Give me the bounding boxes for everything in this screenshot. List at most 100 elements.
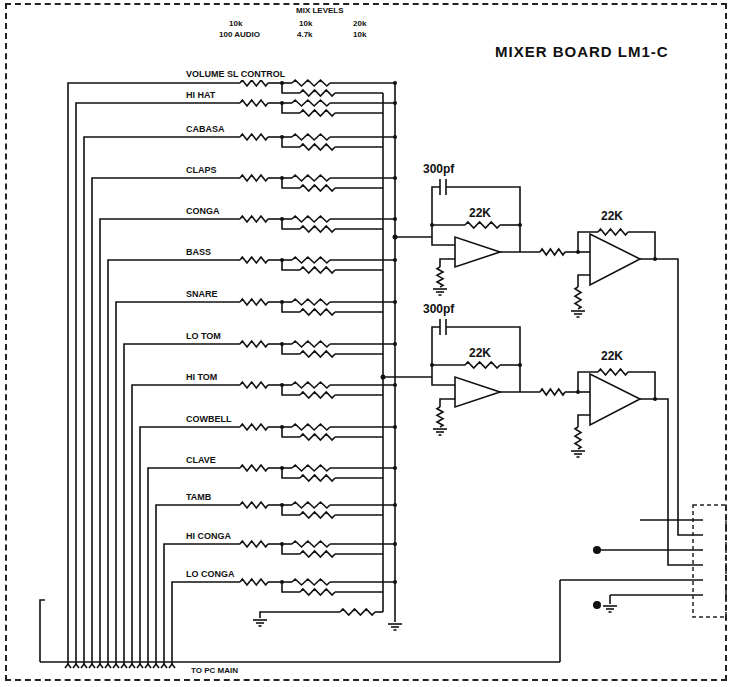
wire xyxy=(603,605,617,607)
label-text: 300pf xyxy=(423,162,454,176)
resistor-symbol xyxy=(300,392,335,398)
wire xyxy=(610,594,703,596)
resistor-symbol xyxy=(300,512,335,518)
wire xyxy=(73,664,79,668)
wire xyxy=(500,251,540,253)
junction-dot xyxy=(393,466,397,470)
junction-dot xyxy=(430,363,434,367)
schematic-label: SNARE xyxy=(185,288,219,300)
wire xyxy=(395,236,432,238)
resistor-symbol xyxy=(292,424,330,430)
resistor-symbol xyxy=(240,341,268,347)
label-text: CLAVE xyxy=(186,455,216,465)
wire xyxy=(282,178,300,188)
junction-dot xyxy=(576,390,580,394)
resistor-symbol xyxy=(300,267,335,273)
wire xyxy=(335,553,383,555)
resistor-symbol xyxy=(292,299,330,305)
junction-dot xyxy=(593,546,601,554)
wire xyxy=(335,112,383,114)
label-text: TAMB xyxy=(186,492,211,502)
wire xyxy=(628,232,655,259)
junction-dot xyxy=(381,375,386,380)
wire xyxy=(330,259,395,261)
resistor-symbol xyxy=(292,382,330,388)
label-text: LO CONGA xyxy=(186,569,235,579)
opamp-symbol xyxy=(590,374,640,425)
junction-dot xyxy=(280,176,284,180)
wire xyxy=(68,83,240,664)
label-text: 22K xyxy=(469,206,491,220)
resistor-symbol xyxy=(540,389,565,395)
junction-dot xyxy=(393,217,397,221)
label-text: VOLUME SL CONTROL xyxy=(186,69,285,79)
resistor-symbol xyxy=(240,299,268,305)
wire xyxy=(335,353,383,355)
wire xyxy=(129,664,135,668)
wire xyxy=(140,427,240,664)
wire xyxy=(560,579,703,581)
junction-dot xyxy=(593,601,601,609)
opamp-symbol xyxy=(455,237,500,267)
wire xyxy=(282,260,300,270)
resistor-symbol xyxy=(300,551,335,557)
label-text: 22K xyxy=(601,349,623,363)
wire xyxy=(145,664,151,668)
wire xyxy=(571,450,585,452)
junction-dot xyxy=(280,342,284,346)
wire xyxy=(335,187,383,189)
wire xyxy=(169,664,175,668)
wire xyxy=(124,344,240,664)
schematic-label: TO PC MAIN xyxy=(190,666,239,676)
wire xyxy=(330,581,395,583)
wire xyxy=(500,224,520,226)
schematic-label: 22K xyxy=(600,209,624,223)
junction-dot xyxy=(393,300,397,304)
junction-dot xyxy=(393,542,397,546)
resistor-symbol xyxy=(240,80,268,86)
opamp-symbol xyxy=(455,377,500,407)
wire xyxy=(432,377,455,385)
junction-dot xyxy=(393,135,397,139)
junction-dot xyxy=(280,503,284,507)
wire xyxy=(439,179,441,195)
wire xyxy=(116,302,240,664)
label-text: TO PC MAIN xyxy=(191,666,238,675)
resistor-symbol xyxy=(300,351,335,357)
wire xyxy=(600,549,703,551)
junction-dot xyxy=(280,580,284,584)
wiring xyxy=(40,80,703,668)
wire xyxy=(335,394,383,396)
edge-connector xyxy=(693,505,726,617)
label-text: MIX LEVELS xyxy=(296,6,344,15)
wire xyxy=(282,137,300,147)
wire xyxy=(606,608,614,610)
schematic-label: 10k xyxy=(298,19,313,29)
wire xyxy=(433,428,447,430)
wire xyxy=(577,316,580,318)
wire xyxy=(148,468,240,664)
resistor-symbol xyxy=(240,465,268,471)
schematic-label: 20k xyxy=(352,19,367,29)
junction-dot xyxy=(653,257,657,261)
wire xyxy=(330,177,395,179)
wire xyxy=(330,301,395,303)
wire xyxy=(446,187,520,252)
schematic-label: COWBELL xyxy=(185,413,233,425)
wire xyxy=(439,434,442,436)
wire xyxy=(432,327,440,377)
resistor-symbol xyxy=(340,609,375,615)
wire xyxy=(40,661,560,663)
resistor-symbol xyxy=(300,110,335,116)
wire xyxy=(335,591,383,593)
resistor-symbol xyxy=(240,100,268,106)
schematic-label: 300pf xyxy=(422,162,455,176)
resistor-symbol xyxy=(292,465,330,471)
junction-dot xyxy=(280,101,284,105)
wire xyxy=(559,580,561,662)
wire xyxy=(100,219,240,664)
resistor-symbol xyxy=(292,175,330,181)
wire xyxy=(132,385,240,664)
wire xyxy=(335,146,383,148)
schematic-label: 22K xyxy=(600,349,624,363)
